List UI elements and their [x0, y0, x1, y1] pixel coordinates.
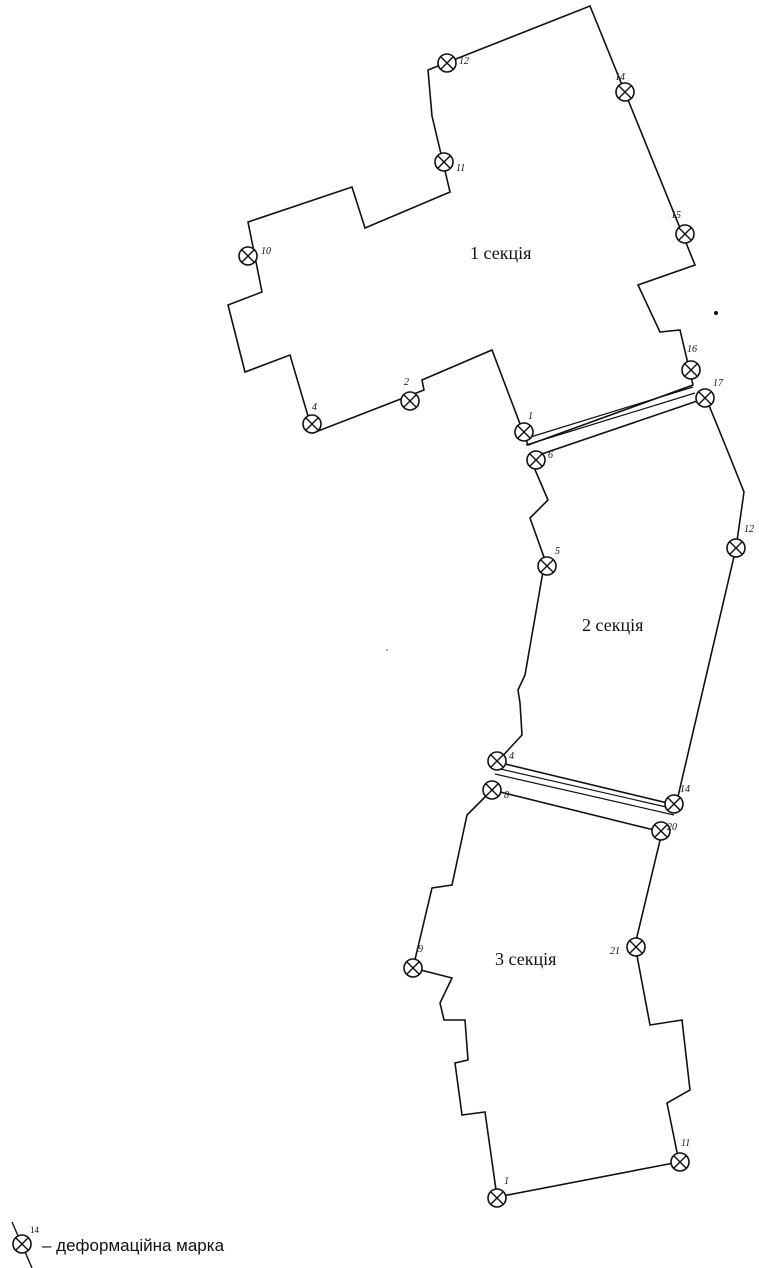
deformation-mark: 12 [726, 524, 754, 558]
mark-number: 6 [548, 450, 553, 461]
mark-number: 20 [667, 822, 677, 833]
deformation-mark: 12 [437, 53, 469, 73]
deformation-mark: 14 [615, 72, 635, 102]
deformation-mark: 8 [482, 780, 509, 801]
mark-number: 11 [681, 1138, 690, 1149]
mark-number: 16 [687, 344, 697, 355]
deformation-mark: 4 [302, 402, 322, 434]
section-label: 3 секція [495, 949, 556, 969]
mark-number: 5 [555, 546, 560, 557]
mark-number: 1 [528, 411, 533, 422]
mark-number: 11 [456, 163, 465, 174]
deformation-mark: 14 [664, 784, 690, 814]
expansion-joint-2-3 [494, 767, 676, 816]
deformation-mark: 10 [238, 246, 271, 266]
section-label: 2 секція [582, 615, 643, 635]
section-3-outline [412, 789, 691, 1198]
mark-number: 15 [671, 210, 681, 221]
deformation-mark-icon [12, 1234, 32, 1254]
section-2-outline [495, 396, 745, 806]
deformation-mark: 5 [537, 546, 560, 576]
dot-mark [714, 311, 718, 315]
dot-mark [386, 649, 388, 651]
deformation-mark: 21 [610, 937, 646, 957]
mark-number: 2 [404, 377, 409, 388]
mark-number: 14 [680, 784, 690, 795]
legend: 14 – деформаційна марка [11, 1221, 225, 1268]
mark-number: 21 [610, 946, 620, 957]
mark-number: 10 [261, 246, 271, 257]
section-label: 1 секція [470, 243, 531, 263]
deformation-mark: 15 [671, 210, 695, 244]
mark-number: 8 [504, 790, 509, 801]
mark-number: 12 [744, 524, 754, 535]
deformation-mark: 17 [695, 378, 724, 408]
legend-text: – деформаційна марка [42, 1236, 225, 1255]
deformation-mark: 1 [514, 411, 534, 442]
mark-number: 17 [713, 378, 724, 389]
mark-number: 14 [615, 72, 625, 83]
deformation-mark: 16 [681, 344, 701, 380]
deformation-mark: 6 [526, 450, 553, 470]
mark-number: 9 [418, 944, 423, 955]
deformation-mark: 11 [434, 152, 465, 174]
deformation-mark: 2 [400, 377, 420, 411]
expansion-joint-1-2 [523, 386, 696, 446]
deformation-mark: 20 [651, 821, 677, 841]
mark-number: 4 [509, 751, 514, 762]
deformation-mark: 11 [670, 1138, 690, 1172]
deformation-mark: 4 [487, 751, 514, 771]
legend-number: 14 [30, 1225, 40, 1235]
mark-number: 4 [312, 402, 317, 413]
deformation-mark: 1 [487, 1176, 509, 1208]
mark-number: 1 [504, 1176, 509, 1187]
deformation-mark: 9 [403, 944, 423, 978]
mark-number: 12 [459, 56, 469, 67]
